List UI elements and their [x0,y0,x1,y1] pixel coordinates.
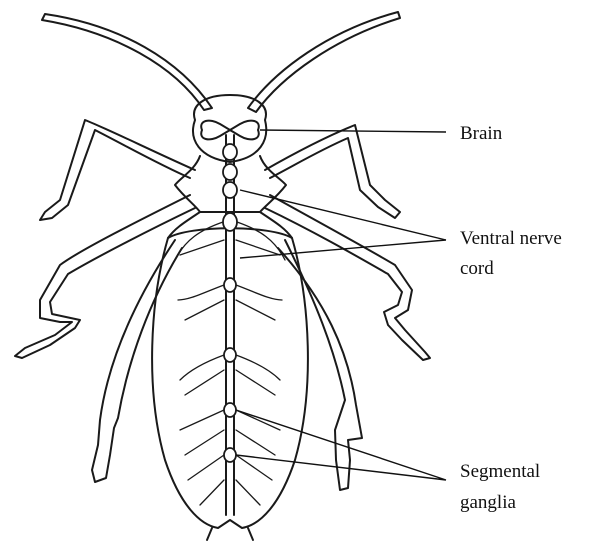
ganglion [224,278,236,292]
segmental-ganglia-label-line2: ganglia [460,492,516,513]
ganglion [224,448,236,462]
ganglion [224,403,236,417]
segmental-ganglia-label-line1: Segmental [460,461,540,482]
ganglion [223,144,237,160]
ganglion [223,213,237,231]
brain [201,121,259,140]
brain-leader-line [260,130,446,132]
ganglion [223,164,237,180]
ventral-nerve-cord-label-line1: Ventral nerve [460,228,562,249]
ganglion [224,348,236,362]
brain-label: Brain [460,123,503,144]
ventral-nerve-cord-label-line2: cord [460,258,494,279]
labels: Brain Ventral nerve cord Segmental gangl… [460,123,562,513]
abdomen [152,228,308,540]
leader-lines [236,130,446,480]
antennae [42,12,400,112]
ganglion [223,182,237,198]
segmental-ganglia-leader-line [236,410,446,480]
